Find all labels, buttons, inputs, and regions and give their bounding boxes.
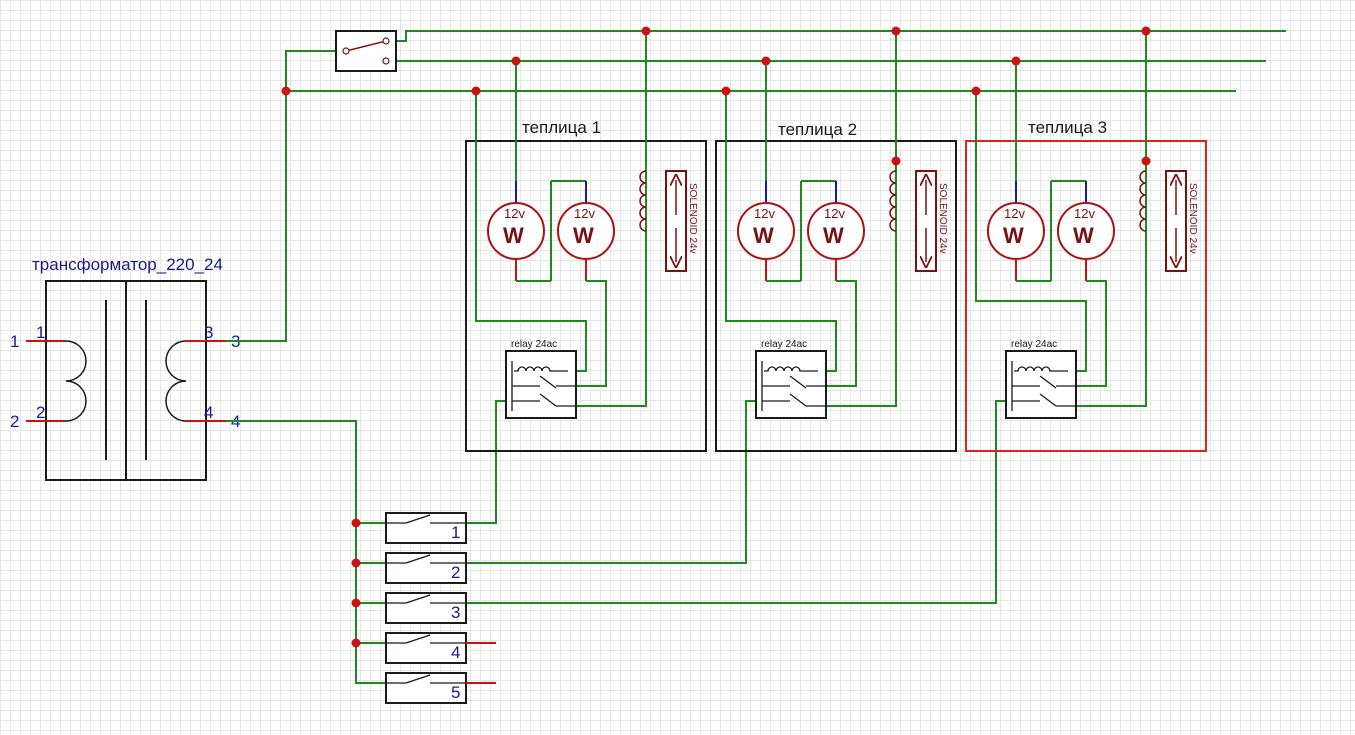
pin-4-inner: 4 [204, 403, 213, 422]
lamp-voltage: 12v [574, 206, 595, 221]
relay[interactable]: relay 24ac [505, 339, 577, 419]
junction-dot [281, 86, 291, 96]
transformer[interactable]: трансформатор_220_24 1 1 2 2 3 3 4 4 [10, 255, 240, 481]
relay-label: relay 24ac [511, 339, 557, 350]
lamp-voltage: 12v [504, 206, 525, 221]
switch-number: 4 [451, 643, 460, 662]
lamp-voltage: 12v [1074, 206, 1095, 221]
greenhouse-3[interactable]: теплица 3 12v W 12v W [965, 31, 1207, 452]
lamp-voltage: 12v [754, 206, 775, 221]
lamp-2[interactable]: 12v W [807, 181, 865, 282]
switch-number: 1 [451, 523, 460, 542]
junction-dot [511, 56, 521, 66]
pin-2-outer: 2 [10, 412, 19, 431]
junction-dot [351, 638, 361, 648]
greenhouse-1[interactable]: теплица 1 12v W 12v W [465, 31, 707, 452]
transformer-title: трансформатор_220_24 [32, 255, 223, 274]
pin-2-inner: 2 [36, 403, 45, 422]
solenoid-label: SOLENOID 24v [687, 183, 698, 254]
solenoid[interactable]: SOLENOID 24v [1139, 170, 1198, 272]
lamp-symbol: W [573, 223, 594, 248]
switch-2[interactable]: 2 [385, 552, 467, 584]
lamp-1[interactable]: 12v W [737, 181, 802, 282]
lamp-voltage: 12v [824, 206, 845, 221]
junction-dot [761, 56, 771, 66]
solenoid[interactable]: SOLENOID 24v [889, 170, 948, 272]
switch-3[interactable]: 3 [385, 592, 467, 624]
junction-dot [971, 86, 981, 96]
solenoid[interactable]: SOLENOID 24v [639, 170, 698, 272]
junction-dot [891, 26, 901, 36]
lamp-2[interactable]: 12v W [557, 181, 615, 282]
lamp-symbol: W [823, 223, 844, 248]
junction-dot [351, 558, 361, 568]
switch-5[interactable]: 5 [385, 672, 496, 704]
junction-dot [351, 598, 361, 608]
lamp-2[interactable]: 12v W [1057, 181, 1115, 282]
wires[interactable] [226, 30, 1286, 684]
pin-1-outer: 1 [10, 332, 19, 351]
greenhouse-2[interactable]: теплица 2 12v W 12v W [715, 31, 957, 452]
lamp-symbol: W [1073, 223, 1094, 248]
lamp-symbol: W [753, 223, 774, 248]
switch-1[interactable]: 1 [385, 512, 467, 544]
junction-dot [721, 86, 731, 96]
lamp-symbol: W [503, 223, 524, 248]
junction-dot [351, 518, 361, 528]
junction-dot [641, 26, 651, 36]
relay-label: relay 24ac [761, 339, 807, 350]
junction-dot [891, 156, 901, 166]
solenoid-label: SOLENOID 24v [937, 183, 948, 254]
switch-number: 5 [451, 683, 460, 702]
junction-dot [1141, 26, 1151, 36]
secondary-coil [165, 340, 226, 422]
greenhouse-label: теплица 3 [1028, 118, 1107, 137]
switch-bank[interactable]: 1 2 3 4 5 [385, 512, 496, 704]
pin-3-inner: 3 [204, 323, 213, 342]
lamp-1[interactable]: 12v W [487, 181, 552, 282]
solenoid-label: SOLENOID 24v [1187, 183, 1198, 254]
lamp-voltage: 12v [1004, 206, 1025, 221]
junctions [281, 26, 1151, 648]
main-toggle-switch[interactable] [335, 30, 397, 72]
junction-dot [471, 86, 481, 96]
switch-4[interactable]: 4 [385, 632, 496, 664]
greenhouse-label: теплица 1 [522, 118, 601, 137]
switch-number: 3 [451, 603, 460, 622]
lamp-1[interactable]: 12v W [987, 181, 1052, 282]
relay[interactable]: relay 24ac [1005, 339, 1077, 419]
relay-label: relay 24ac [1011, 339, 1057, 350]
pin-1-inner: 1 [36, 323, 45, 342]
junction-dot [1011, 56, 1021, 66]
junction-dot [1141, 156, 1151, 166]
relay[interactable]: relay 24ac [755, 339, 827, 419]
switch-number: 2 [451, 563, 460, 582]
lamp-symbol: W [1003, 223, 1024, 248]
greenhouse-label: теплица 2 [778, 120, 857, 139]
primary-coil [26, 340, 87, 422]
